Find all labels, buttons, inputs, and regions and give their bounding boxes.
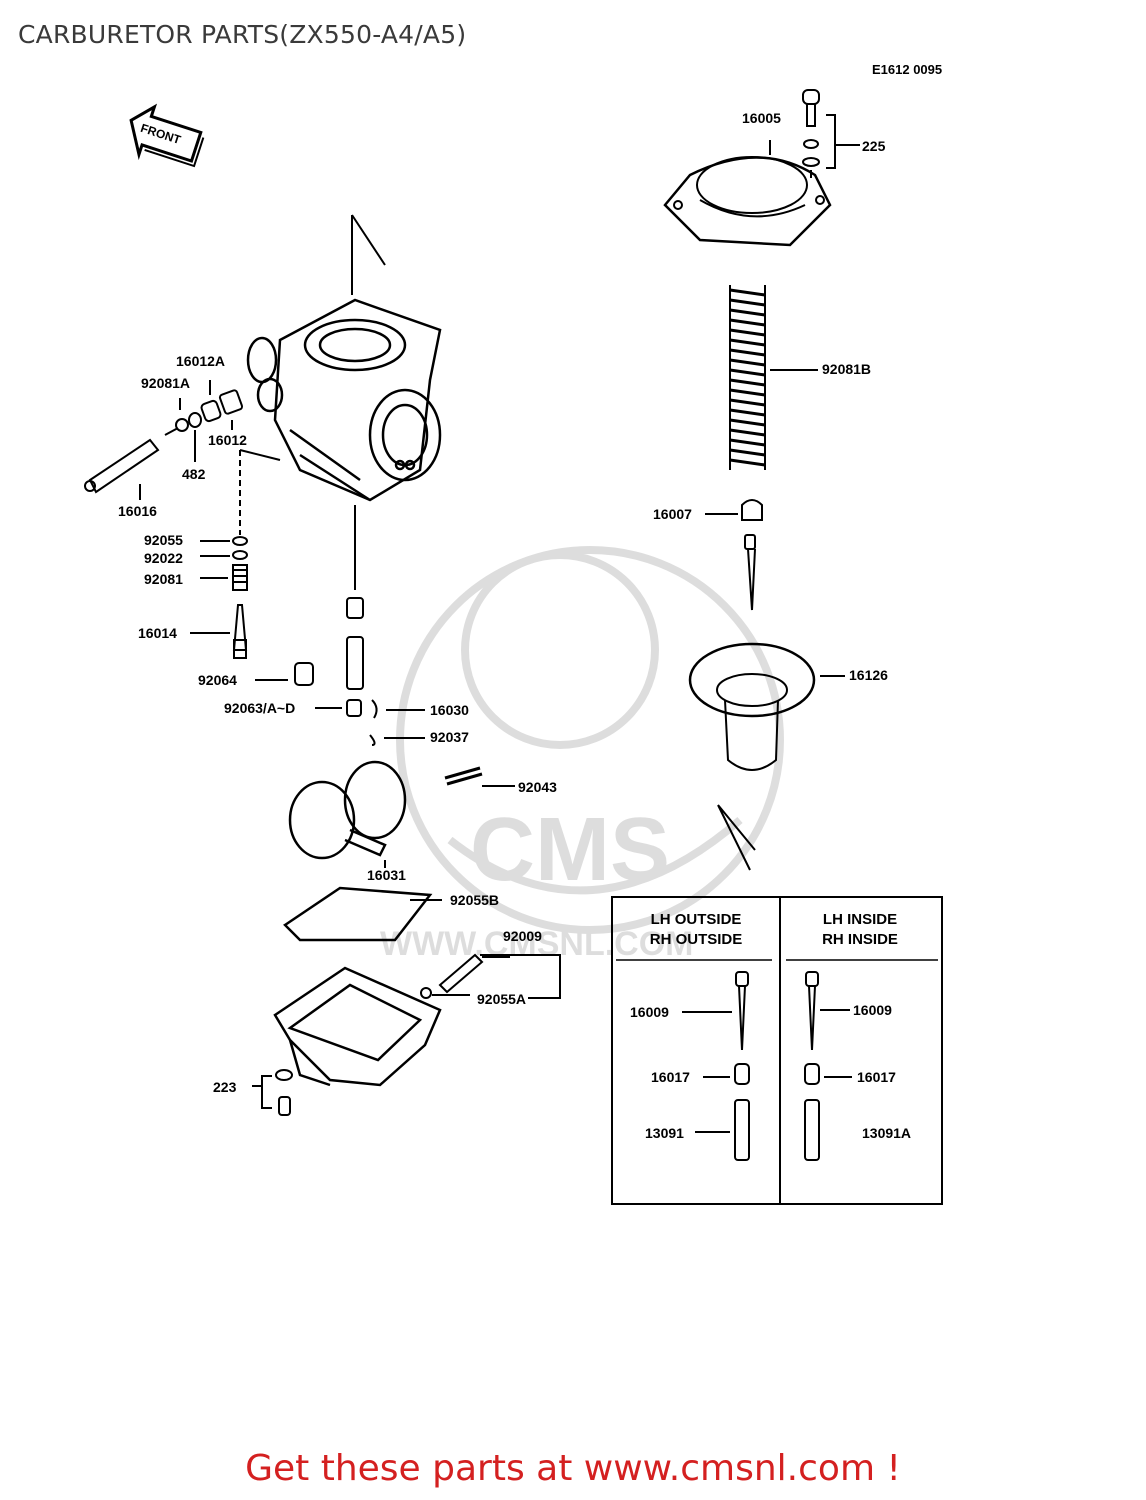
pilot-screw-assembly <box>84 389 244 494</box>
direction-mark-right <box>717 804 756 871</box>
table-left-label-13091: 13091 <box>645 1125 684 1141</box>
part-label-16126: 16126 <box>849 667 888 683</box>
table-right-label-16009: 16009 <box>853 1002 892 1018</box>
table-header-left-line2: RH OUTSIDE <box>649 931 743 948</box>
spring-92081 <box>232 564 248 591</box>
spring-92081B <box>729 285 766 470</box>
part-label-225: 225 <box>862 138 886 154</box>
diagram-code: E1612 0095 <box>872 62 943 77</box>
float-16031 <box>288 760 407 860</box>
svg-text:WWW.CMSNL.COM: WWW.CMSNL.COM <box>380 925 694 963</box>
table-header-right-line1: LH INSIDE <box>822 911 898 928</box>
needle-holder-16007 <box>741 499 763 521</box>
svg-text:CMS: CMS <box>470 800 670 900</box>
part-label-16012A: 16012A <box>176 353 226 369</box>
direction-mark-top <box>351 214 386 295</box>
table-header-left-line1: LH OUTSIDE <box>650 911 742 928</box>
table-right-label-13091A: 13091A <box>862 1125 912 1141</box>
jet-table <box>611 896 943 1205</box>
part-label-482: 482 <box>182 466 206 482</box>
part-label-223: 223 <box>213 1079 237 1095</box>
float-valve-16030 <box>371 699 378 719</box>
part-label-92064: 92064 <box>198 672 237 688</box>
starter-plunger-16014 <box>232 604 248 659</box>
drain-screw-92009 <box>420 953 484 999</box>
table-header-outside: LH OUTSIDE RH OUTSIDE <box>616 910 776 950</box>
jet-needle <box>744 534 756 611</box>
part-label-92081: 92081 <box>144 571 183 587</box>
part-label-92055: 92055 <box>144 532 183 548</box>
part-label-16012: 16012 <box>208 432 247 448</box>
float-bowl <box>273 966 442 1087</box>
float-pin-92043 <box>444 766 483 786</box>
part-label-16005: 16005 <box>742 110 781 126</box>
gasket-92055B <box>283 886 433 942</box>
part-label-16007: 16007 <box>653 506 692 522</box>
part-label-92055B: 92055B <box>450 892 500 908</box>
table-left-label-16017: 16017 <box>651 1069 690 1085</box>
part-label-16016: 16016 <box>118 503 157 519</box>
table-header-right-line2: RH INSIDE <box>822 931 898 948</box>
page-title: CARBURETOR PARTS(ZX550-A4/A5) <box>18 20 467 49</box>
part-label-92043: 92043 <box>518 779 557 795</box>
part-label-92009: 92009 <box>503 928 542 944</box>
part-label-92022: 92022 <box>144 550 183 566</box>
clip-92037 <box>369 734 376 746</box>
part-label-92063: 92063/A~D <box>224 700 296 716</box>
table-right-label-16017: 16017 <box>857 1069 896 1085</box>
part-label-16030: 16030 <box>430 702 469 718</box>
main-jet-holder <box>346 636 364 690</box>
part-label-92055A: 92055A <box>477 991 527 1007</box>
washer-92055 <box>232 536 248 546</box>
part-label-92037: 92037 <box>430 729 469 745</box>
part-label-92081A: 92081A <box>141 375 191 391</box>
table-left-label-16009: 16009 <box>630 1004 669 1020</box>
table-header-inside: LH INSIDE RH INSIDE <box>782 910 938 950</box>
front-arrow-icon <box>129 103 205 168</box>
washer-92022 <box>232 550 248 560</box>
part-label-16031: 16031 <box>367 867 406 883</box>
main-jet-92063 <box>346 699 362 717</box>
promo-link-text[interactable]: Get these parts at www.cmsnl.com ! <box>245 1448 901 1489</box>
pilot-jet-92064 <box>294 662 314 686</box>
part-label-16014: 16014 <box>138 625 177 641</box>
screw-225 <box>802 89 860 178</box>
carburetor-body <box>246 298 442 502</box>
needle-jet <box>346 597 364 619</box>
watermark-logo: CMS WWW.CMSNL.COM <box>380 546 784 963</box>
vacuum-piston-16126 <box>688 642 816 771</box>
top-cover-16005 <box>663 156 832 247</box>
part-label-92081B: 92081B <box>822 361 872 377</box>
screw-223 <box>275 1069 293 1116</box>
